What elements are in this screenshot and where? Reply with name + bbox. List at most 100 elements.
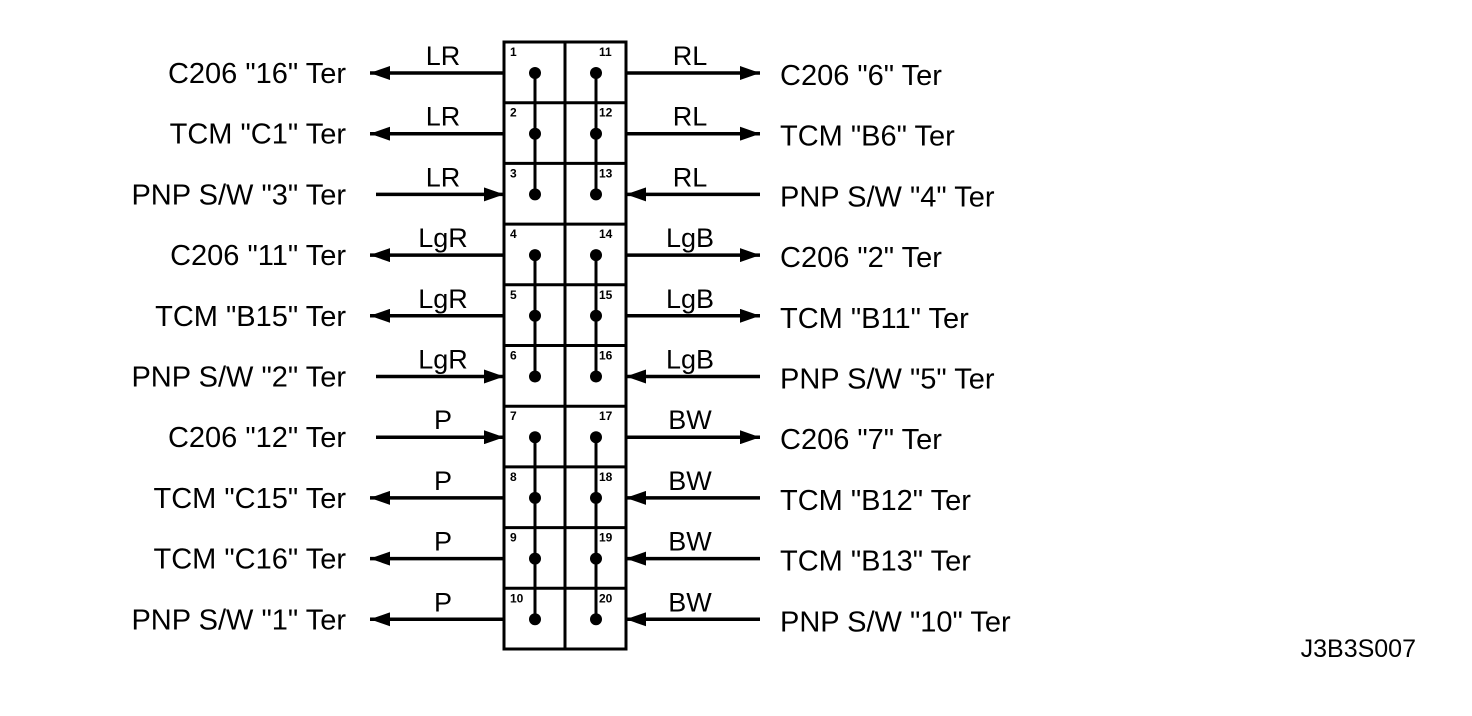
terminal-label: TCM "B6" Ter (780, 121, 955, 153)
connection-left-pin-4: 4 LgR C206 "11" Ter (170, 223, 541, 272)
pin-number: 2 (510, 106, 517, 120)
diagram-code: J3B3S007 (1301, 635, 1416, 663)
connection-left-pin-1: 1 LR C206 "16" Ter (168, 41, 541, 90)
connection-right-pin-20: 20 BW PNP S/W "10" Ter (590, 587, 1011, 638)
connection-left-pin-3: 3 LR PNP S/W "3" Ter (131, 162, 541, 211)
terminal-label: TCM "B15" Ter (155, 301, 346, 333)
pin-number: 11 (599, 45, 612, 59)
terminal-label: C206 "2" Ter (780, 242, 942, 274)
pin-number: 7 (510, 409, 517, 423)
pin-number: 3 (510, 166, 517, 180)
connector-row-dividers (504, 101, 626, 590)
splice-dot (590, 431, 602, 444)
connection-right-pin-18: 18 BW TCM "B12" Ter (590, 466, 971, 517)
splice-dot (529, 67, 541, 79)
pin-number: 18 (599, 470, 613, 484)
splice-dot (529, 552, 541, 565)
splice-dot (590, 249, 602, 262)
terminal-label: PNP S/W "2" Ter (131, 362, 346, 394)
wire-color-label: BW (668, 466, 712, 496)
wire-color-label: BW (668, 405, 712, 435)
splice-dot (590, 491, 602, 504)
connection-right-pin-19: 19 BW TCM "B13" Ter (590, 527, 971, 578)
wire-color-label: P (434, 466, 452, 496)
pin-number: 10 (510, 591, 524, 605)
splice-dot (590, 67, 602, 79)
connection-left-pin-5: 5 LgR TCM "B15" Ter (155, 284, 541, 333)
pin-number: 17 (599, 409, 613, 423)
terminal-label: PNP S/W "1" Ter (131, 604, 346, 636)
connection-right-pin-11: 11 RL C206 "6" Ter (590, 41, 942, 92)
splice-dot (529, 309, 541, 322)
splice-dot (590, 127, 602, 140)
wire-color-label: LgB (666, 345, 714, 375)
pin-number: 15 (599, 288, 613, 302)
wire-color-label: BW (668, 527, 712, 557)
wire-color-label: LR (426, 102, 461, 132)
splice-dot (590, 613, 602, 626)
wire-color-label: LgR (418, 284, 468, 314)
terminal-label: TCM "B13" Ter (780, 546, 971, 578)
pin-number: 16 (599, 349, 613, 363)
wire-color-label: RL (673, 41, 708, 71)
terminal-label: TCM "C15" Ter (154, 483, 347, 515)
pin-number: 14 (599, 227, 613, 241)
splice-dot (590, 552, 602, 565)
pin-number: 6 (510, 349, 517, 363)
connection-left-pin-2: 2 LR TCM "C1" Ter (170, 102, 541, 151)
terminal-label: C206 "12" Ter (168, 422, 346, 454)
wire-color-label: LR (426, 162, 461, 192)
pin-number: 19 (599, 531, 613, 545)
terminal-label: PNP S/W "10" Ter (780, 606, 1011, 638)
connection-right-pin-15: 15 LgB TCM "B11" Ter (590, 284, 969, 335)
wire-color-label: P (434, 405, 452, 435)
splice-dot (529, 370, 541, 383)
terminal-label: TCM "C1" Ter (170, 119, 347, 151)
terminal-label: C206 "7" Ter (780, 424, 942, 456)
splice-dot (529, 491, 541, 504)
wire-color-label: LgR (418, 223, 468, 253)
terminal-label: C206 "11" Ter (170, 240, 346, 272)
connection-right-pin-17: 17 BW C206 "7" Ter (590, 405, 942, 456)
pin-number: 9 (510, 531, 517, 545)
wire-color-label: RL (673, 102, 708, 132)
pin-number: 1 (510, 45, 517, 59)
connection-left-pin-6: 6 LgR PNP S/W "2" Ter (131, 345, 541, 394)
wire-color-label: LgB (666, 284, 714, 314)
terminal-label: TCM "B11" Ter (780, 303, 969, 335)
connection-left-pin-8: 8 P TCM "C15" Ter (154, 466, 541, 515)
connection-right-pin-12: 12 RL TCM "B6" Ter (590, 102, 955, 153)
wire-color-label: LgR (418, 345, 468, 375)
splice-dot (529, 431, 541, 444)
connector-block (502, 40, 628, 651)
terminal-label: PNP S/W "5" Ter (780, 364, 995, 396)
pin-number: 4 (510, 227, 517, 241)
connection-right-pin-16: 16 LgB PNP S/W "5" Ter (590, 345, 995, 396)
terminal-label: PNP S/W "3" Ter (131, 179, 346, 211)
splice-dot (529, 188, 541, 201)
wire-color-label: BW (668, 587, 712, 617)
pin-number: 5 (510, 288, 517, 302)
wire-color-label: LR (426, 41, 461, 71)
splice-dot (529, 127, 541, 140)
splice-dot (529, 613, 541, 626)
pin-number: 20 (599, 591, 613, 605)
terminal-label: C206 "16" Ter (168, 58, 346, 90)
splice-dot (529, 249, 541, 262)
terminal-label: C206 "6" Ter (780, 60, 942, 92)
connection-left-pin-7: 7 P C206 "12" Ter (168, 405, 541, 454)
wire-color-label: LgB (666, 223, 714, 253)
splice-dot (590, 309, 602, 322)
pin-number: 12 (599, 106, 613, 120)
splice-dot (590, 370, 602, 383)
terminal-label: TCM "B12" Ter (780, 485, 971, 517)
splice-dot (590, 188, 602, 201)
wire-color-label: P (434, 527, 452, 557)
pin-number: 8 (510, 470, 517, 484)
